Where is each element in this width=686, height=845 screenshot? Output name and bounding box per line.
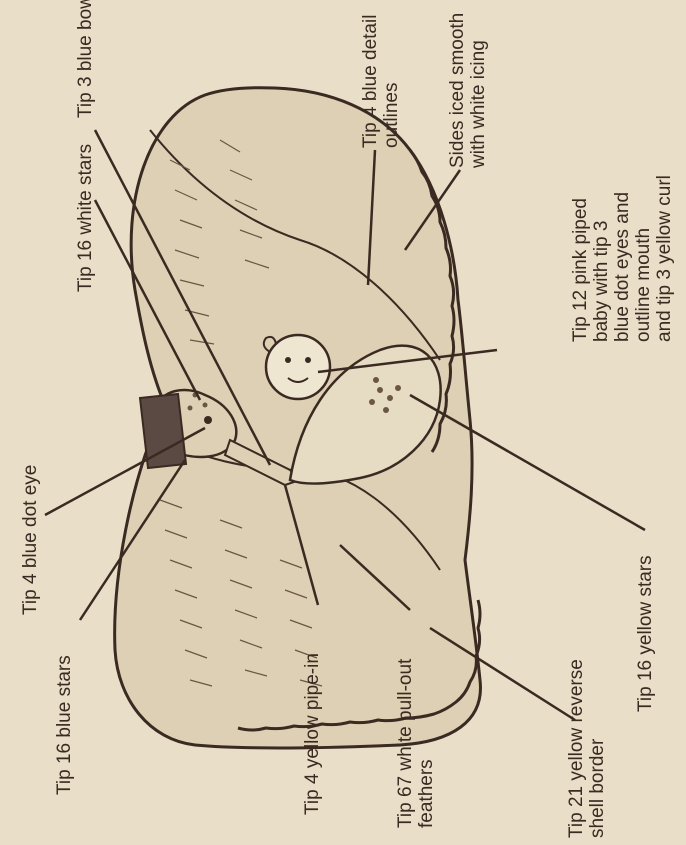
callout-tip3-blue-bow: Tip 3 blue bow — [75, 0, 96, 118]
callout-tip16-yellow-stars: Tip 16 yellow stars — [635, 555, 656, 712]
baby-eye-left — [285, 357, 291, 363]
callout-tip12-pink-baby: Tip 12 pink piped baby with tip 3 blue d… — [570, 175, 675, 342]
callout-sides-iced-smooth: Sides iced smooth with white icing — [447, 13, 489, 168]
callout-tip4-yellow-pipein: Tip 4 yellow pipe-in — [302, 653, 323, 815]
stork-eye — [204, 416, 212, 424]
callout-tip16-white-stars: Tip 16 white stars — [75, 144, 96, 292]
callout-tip16-blue-stars: Tip 16 blue stars — [54, 655, 75, 795]
callout-tip4-blue-detail-outlines: Tip 4 blue detail outlines — [360, 15, 402, 148]
callout-tip4-blue-dot-eye: Tip 4 blue dot eye — [20, 465, 41, 615]
callout-tip67-white-feathers: Tip 67 white pull-out feathers — [395, 659, 437, 828]
stork-hat — [140, 394, 186, 468]
baby-face — [266, 335, 330, 399]
callout-tip21-shell-border: Tip 21 yellow reverse shell border — [566, 659, 608, 838]
baby-eye-right — [305, 357, 311, 363]
